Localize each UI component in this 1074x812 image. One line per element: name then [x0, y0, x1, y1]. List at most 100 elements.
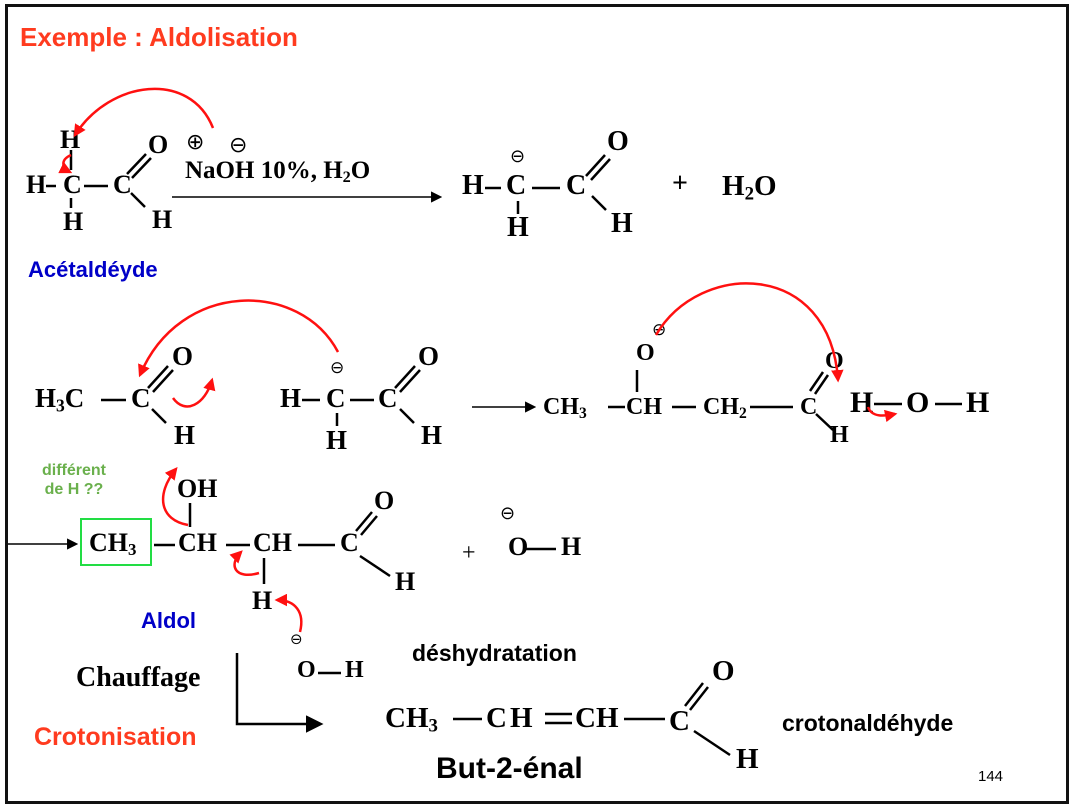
atom-h: H — [830, 422, 849, 448]
atom-c: C — [113, 170, 132, 199]
slide-title: Exemple : Aldolisation — [20, 22, 298, 52]
atom-ch: CH — [253, 528, 292, 557]
water-o: O — [753, 170, 777, 202]
atom-o: O — [418, 341, 440, 371]
atom-ch: CH — [543, 394, 579, 420]
atom-c: C — [800, 394, 818, 420]
page-number: 144 — [978, 768, 1004, 785]
sodium-plus-charge: ⊕ — [186, 130, 205, 155]
atom-ch: CH — [385, 702, 429, 734]
bond — [813, 374, 830, 395]
bond — [591, 195, 607, 211]
slide-frame — [5, 4, 1069, 804]
curved-arrow-oh-leaving — [161, 467, 189, 527]
water-subscript: 2 — [744, 183, 754, 205]
atom-c: C — [326, 383, 346, 413]
base-minus-charge: ⊖ — [290, 630, 303, 648]
hydroxide-minus-charge: ⊖ — [229, 133, 248, 158]
bond — [590, 158, 611, 181]
atom-h: H — [462, 170, 484, 201]
subscript-3: 3 — [428, 715, 438, 737]
carbanion-minus-charge: ⊖ — [330, 358, 345, 378]
common-name: crotonaldéhyde — [782, 710, 954, 736]
crotonisation-label: Crotonisation — [34, 723, 197, 751]
subscript-3: 3 — [128, 540, 137, 560]
bond — [360, 515, 378, 536]
curved-arrow-alkoxide-to-h — [654, 282, 844, 383]
atom-h: H — [966, 386, 990, 419]
curved-arrow-carbanion-attack — [138, 299, 340, 378]
plus-sign: + — [462, 540, 476, 566]
atom-c: C — [131, 383, 151, 413]
atom-h: H — [507, 212, 529, 243]
curved-arrow-ch-to-double — [229, 550, 260, 576]
note-different-h: différent de H ?? — [42, 461, 106, 499]
atom-h: H — [63, 207, 84, 236]
bond — [394, 365, 416, 389]
hydroxide-minus-charge: ⊖ — [500, 503, 516, 524]
curved-arrow-ch-bond — [58, 153, 73, 174]
atom-ch: CH — [178, 528, 217, 557]
atom-ch: CH — [89, 528, 128, 557]
atom-o: O — [297, 657, 316, 683]
subscript-2: 2 — [739, 404, 747, 422]
bond — [151, 408, 167, 424]
reagent-conditions: NaOH 10%, H2O — [185, 157, 370, 185]
bond — [808, 371, 825, 392]
atom-c: C — [63, 170, 82, 199]
curved-arrow-pi-to-oxygen — [171, 377, 216, 408]
bond — [815, 413, 834, 431]
carbanion-minus-charge: ⊖ — [510, 146, 526, 167]
curved-arrow-base-to-h — [274, 593, 303, 633]
atom-h: H — [345, 657, 364, 683]
reagent-subscript: 2 — [342, 168, 351, 187]
water-h: H — [722, 170, 745, 202]
atom-h: H — [35, 383, 57, 413]
atom-h: H — [174, 420, 196, 450]
reagent-text: NaOH 10%, H — [185, 157, 343, 184]
bond — [126, 153, 147, 175]
curved-arrow-hydroxide-to-h — [73, 87, 215, 138]
atom-c: C — [340, 528, 359, 557]
atom-c: C — [566, 170, 587, 201]
atom-h: H — [850, 386, 874, 419]
atom-c: C — [669, 705, 690, 737]
atom-o: O — [374, 486, 395, 515]
bond — [399, 369, 421, 393]
atom-o: O — [172, 341, 194, 371]
bond — [131, 157, 152, 179]
atom-c: C — [378, 383, 398, 413]
subscript-3: 3 — [56, 395, 65, 416]
atom-o: O — [148, 130, 169, 159]
bond — [152, 369, 174, 393]
note-line2: de H ?? — [44, 481, 104, 498]
bond — [399, 408, 415, 424]
dehydration-label: déshydratation — [412, 640, 577, 666]
atom-ch: CH — [626, 394, 662, 420]
iupac-name: But-2-énal — [436, 752, 583, 785]
atom-o: O — [607, 126, 629, 157]
bond — [693, 729, 731, 757]
atom-h: H — [280, 383, 302, 413]
acetaldehyde-label: Acétaldéyde — [28, 257, 158, 282]
heating-label: Chauffage — [76, 662, 201, 693]
atom-h: H — [326, 425, 348, 455]
curved-arrow-oh-bond — [866, 406, 898, 423]
aldol-label: Aldol — [141, 608, 196, 633]
bond — [359, 554, 391, 578]
atom-ch: CH — [575, 702, 619, 734]
bond — [684, 682, 704, 707]
atom-c: C — [64, 383, 85, 413]
atom-o: O — [508, 532, 529, 561]
bond — [130, 192, 146, 208]
atom-oh: OH — [177, 474, 218, 503]
atom-h: H — [252, 586, 273, 615]
atom-h: H — [736, 743, 759, 775]
note-line1: différent — [42, 462, 106, 479]
plus-sign: + — [672, 168, 688, 199]
water-molecule: H2O — [722, 170, 777, 205]
reagent-text-end: O — [350, 157, 371, 184]
atom-ch: CH — [703, 394, 739, 420]
atom-h: H — [421, 420, 443, 450]
